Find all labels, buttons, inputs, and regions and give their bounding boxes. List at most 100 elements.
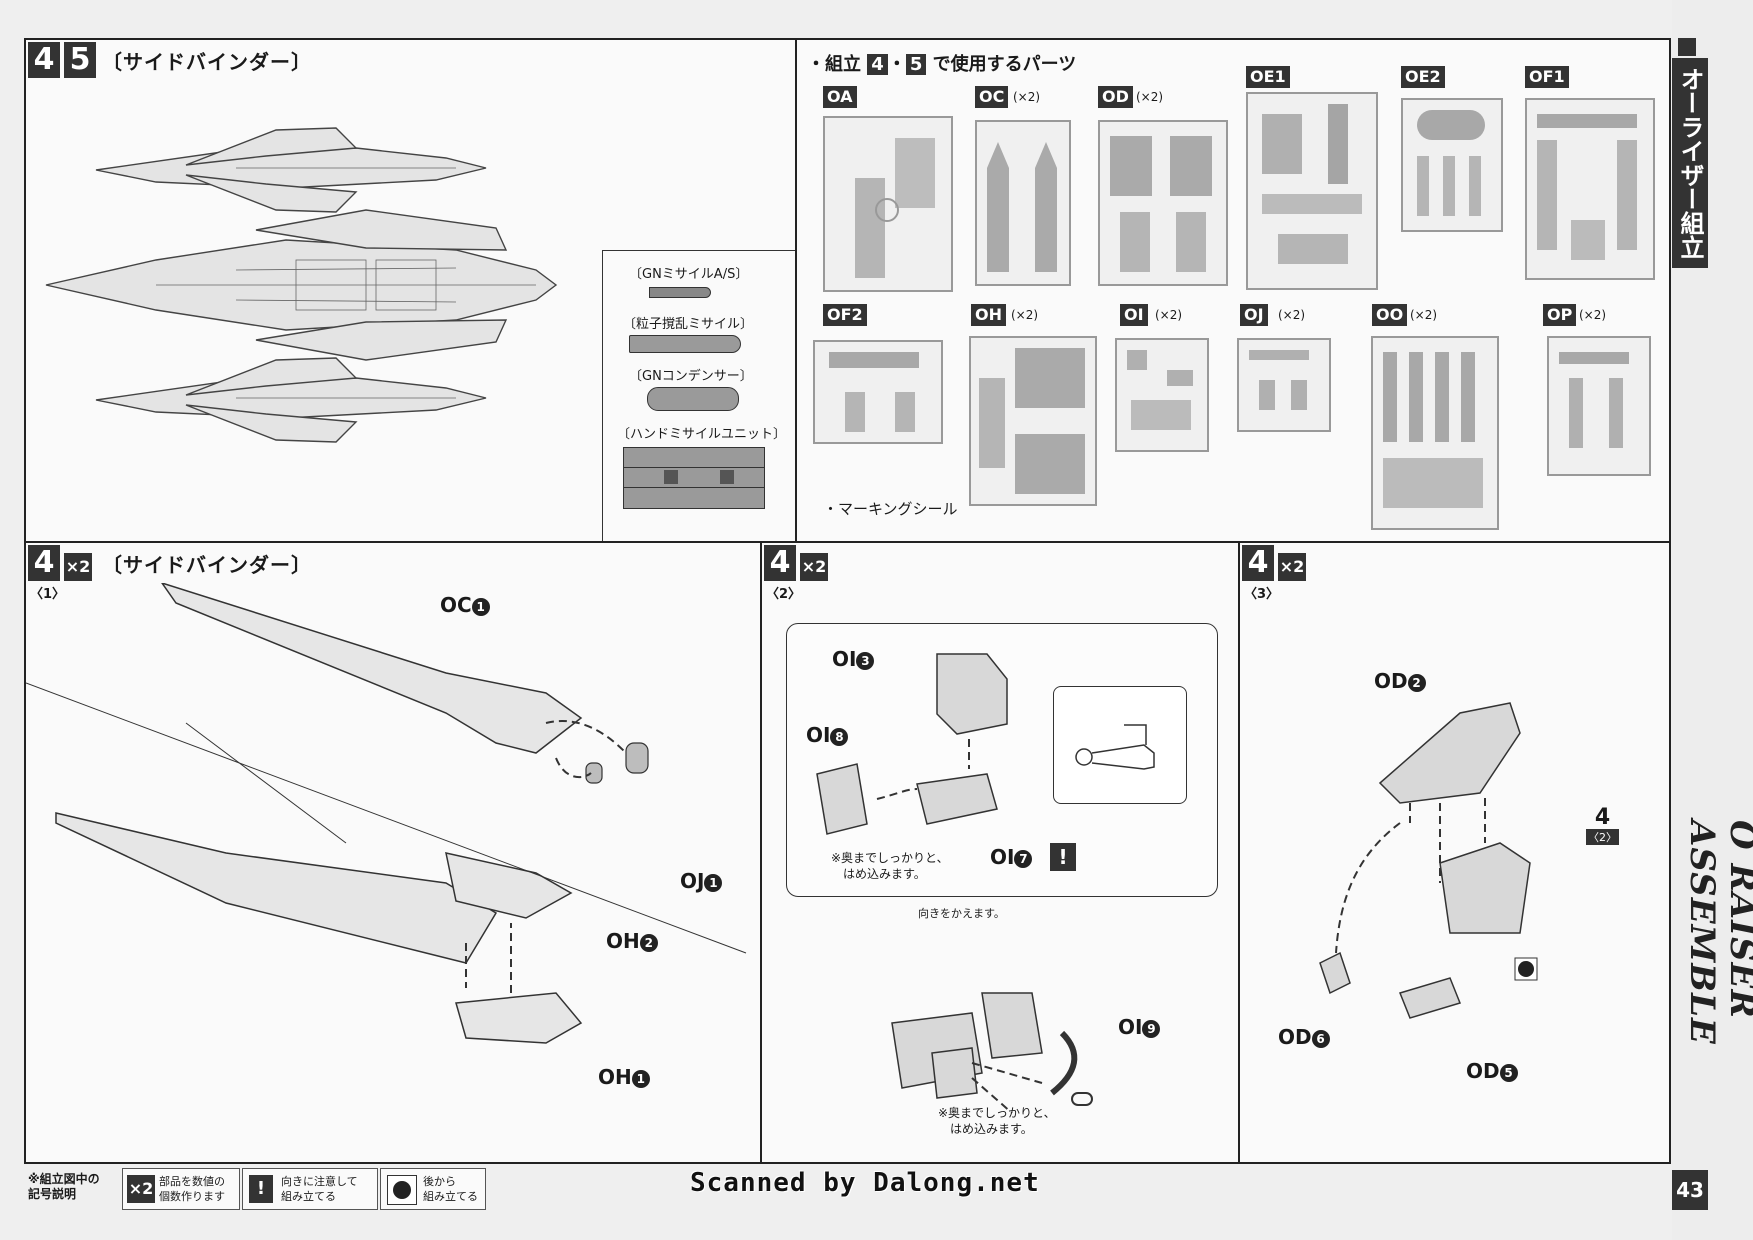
x2-icon: ×2	[800, 553, 828, 581]
sprue-of1	[1525, 98, 1655, 280]
assemble-later-icon	[387, 1175, 417, 1205]
hand-missile-label: 〔ハンドミサイルユニット〕	[617, 427, 787, 442]
note-insert-fully-2: ※奥までしっかりと、 はめ込みます。	[938, 1106, 1056, 1136]
parts-header: ・組立 4・5 で使用するパーツ	[807, 50, 1076, 76]
sprue-of2	[813, 340, 943, 444]
runner-qty-oi: (×2)	[1155, 308, 1183, 322]
sprue-oo	[1371, 336, 1499, 530]
parts-header-step-b: 5	[905, 54, 927, 75]
runner-tag-oe2: OE2	[1401, 66, 1445, 88]
parts-header-suffix: で使用するパーツ	[932, 54, 1077, 75]
step-sub-number: 〈3〉	[1244, 587, 1280, 602]
runner-tag-oh: OH	[971, 304, 1006, 326]
sprue-oe2	[1401, 98, 1503, 232]
parts-header-dot: ・	[887, 54, 906, 75]
scan-credit: Scanned by Dalong.net	[690, 1168, 1040, 1198]
sprue-op	[1547, 336, 1651, 476]
step-sub-number: 〈1〉	[30, 587, 66, 602]
runner-qty-oh: (×2)	[1011, 308, 1039, 322]
particle-missile-label: 〔粒子撹乱ミサイル〕	[623, 317, 754, 332]
runner-qty-oc: (×2)	[1013, 90, 1041, 104]
orientation-warning-icon: !	[1050, 843, 1076, 871]
legend-assemble-later: 後から組み立てる	[380, 1168, 486, 1210]
sprue-oi	[1115, 338, 1209, 452]
legend-orientation: ! 向きに注意して組み立てる	[242, 1168, 378, 1210]
parts-header-prefix: ・組立	[807, 54, 861, 75]
runner-tag-od: OD	[1098, 86, 1133, 108]
runner-tag-oa: OA	[823, 86, 857, 108]
gn-missile-label: 〔GNミサイルA/S〕	[629, 267, 749, 282]
missile-legend-box: 〔GNミサイルA/S〕 〔粒子撹乱ミサイル〕 〔GNコンデンサー〕 〔ハンドミサ…	[602, 250, 795, 541]
runner-tag-oj: OJ	[1240, 304, 1268, 326]
sprue-oc	[975, 120, 1071, 286]
detail-box: ※奥までしっかりと、 はめ込みます。	[786, 623, 1218, 897]
sprue-od	[1098, 120, 1228, 286]
sprue-oa	[823, 116, 953, 292]
runner-tag-oi: OI	[1120, 304, 1148, 326]
parts-header-step-a: 4	[867, 54, 888, 75]
runner-qty-oj: (×2)	[1278, 308, 1306, 322]
runner-qty-oo: (×2)	[1410, 308, 1438, 322]
gn-condenser-shape	[647, 387, 739, 411]
step-number: 4	[764, 545, 796, 581]
symbol-legend: ※組立図中の 記号説明 ×2 部品を数値の個数作ります ! 向きに注意して組み立…	[24, 1166, 494, 1214]
note-insert-fully-1: ※奥までしっかりと、 はめ込みます。	[831, 851, 949, 881]
step-number: 4	[28, 545, 60, 581]
marking-seal-label: ・マーキングシール	[823, 500, 958, 518]
runner-tag-oe1: OE1	[1246, 66, 1290, 88]
runner-tag-oc: OC	[975, 86, 1009, 108]
gn-condenser-label: 〔GNコンデンサー〕	[629, 369, 753, 384]
zoom-inset	[1053, 686, 1187, 804]
warning-icon: !	[249, 1175, 273, 1203]
legend-heading: ※組立図中の 記号説明	[28, 1172, 100, 1201]
hand-missile-shape	[623, 447, 765, 509]
sprue-oj	[1237, 338, 1331, 432]
section-title: 〔サイドバインダー〕	[102, 50, 312, 74]
ref-step-4-2: 4 〈2〉	[1586, 805, 1619, 845]
turn-around-note: 向きをかえます。	[918, 907, 1005, 920]
legend-x2: ×2 部品を数値の個数作ります	[122, 1168, 240, 1210]
panel-step-4-2: 4 ×2 〈2〉	[760, 541, 1240, 1164]
x2-icon: ×2	[127, 1175, 155, 1203]
step-number: 4	[1242, 545, 1274, 581]
page-number: 43	[1672, 1170, 1708, 1210]
runner-qty-op: (×2)	[1579, 308, 1607, 322]
step-number-5: 5	[64, 42, 96, 78]
runner-tag-oo: OO	[1372, 304, 1408, 326]
panel-step-4-1: 4 ×2 〈1〉 〔サイドバインダー〕 OC	[24, 541, 762, 1164]
x2-icon: ×2	[1278, 553, 1306, 581]
panel-parts: ・組立 4・5 で使用するパーツ OA OC (×2) OD (×2) OE1 …	[795, 38, 1671, 543]
particle-missile-shape	[629, 335, 741, 353]
sidebar-square-marker	[1678, 38, 1696, 56]
runner-tag-op: OP	[1543, 304, 1577, 326]
step-number-4: 4	[28, 42, 60, 78]
sidebar-en-title: O RAISER ASSEMBLE	[1682, 820, 1753, 1045]
panel-step-45: 4 5 〔サイドバインダー〕	[24, 38, 797, 543]
sprue-oe1	[1246, 92, 1378, 290]
runner-tag-of1: OF1	[1525, 66, 1569, 88]
step-sub-number: 〈2〉	[766, 587, 802, 602]
step-title: 〔サイドバインダー〕	[102, 553, 312, 577]
runner-tag-of2: OF2	[823, 304, 867, 326]
gn-missile-shape	[649, 287, 711, 298]
runner-qty-od: (×2)	[1136, 90, 1164, 104]
rotation-assembly-drawing	[891, 992, 1093, 1114]
x2-icon: ×2	[64, 553, 92, 581]
od-assembly-drawing	[1319, 702, 1538, 1019]
sidebar-jp-title: オーライザー組立	[1672, 58, 1708, 268]
side-binder-assembly-drawing	[26, 583, 747, 1044]
side-binder-illustration	[45, 127, 558, 443]
